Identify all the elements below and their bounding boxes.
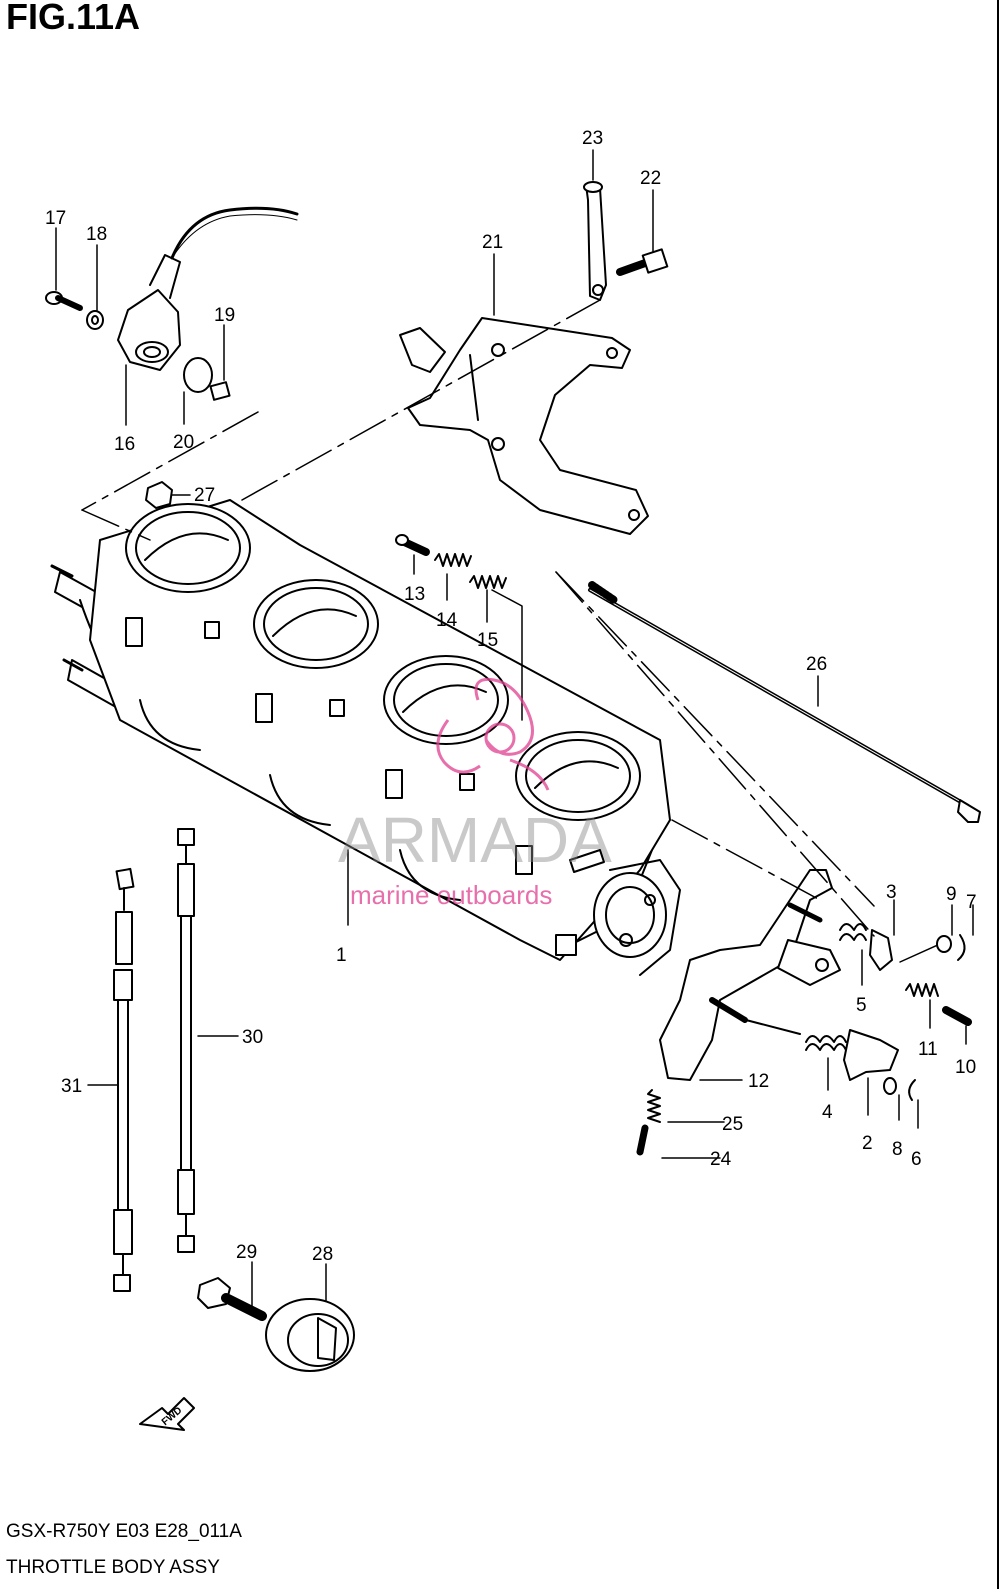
watermark-tagline: marine outboards — [350, 880, 552, 910]
joint-part — [209, 381, 231, 401]
callout-26: 26 — [806, 654, 827, 675]
figure-code: GSX-R750Y E03 E28_011A — [6, 1521, 242, 1542]
lever-3-part — [869, 929, 893, 971]
callout-21: 21 — [482, 232, 503, 253]
callout-7: 7 — [966, 892, 977, 913]
figure-title: FIG.11A — [6, 0, 141, 37]
fwd-arrow-icon — [139, 1397, 195, 1431]
small-screws-and-springs — [395, 534, 507, 589]
callout-9: 9 — [946, 884, 957, 905]
callout-3: 3 — [886, 882, 897, 903]
callout-2: 2 — [862, 1133, 873, 1154]
cap-28-part — [265, 1298, 355, 1372]
callout-13: 13 — [404, 584, 425, 605]
watermark-brand: ARMADA — [338, 804, 612, 876]
page-border — [997, 0, 999, 1589]
callout-20: 20 — [173, 432, 194, 453]
bolt-part — [616, 248, 669, 276]
clip-6-part — [908, 1079, 916, 1101]
screw-10-part — [942, 1006, 972, 1026]
bracket-part — [399, 317, 649, 535]
nut-part — [145, 481, 173, 509]
leader-lines — [55, 149, 974, 1311]
cable-31-part — [113, 867, 135, 1292]
lever-linkage-part — [659, 869, 841, 1081]
callout-31: 31 — [61, 1076, 82, 1097]
lever-2-part — [843, 1029, 899, 1081]
alignment-lines — [81, 299, 941, 963]
callout-27: 27 — [194, 485, 215, 506]
callout-10: 10 — [955, 1057, 976, 1078]
washer-part — [86, 310, 104, 330]
callout-16: 16 — [114, 434, 135, 455]
clip-7-part — [957, 934, 966, 961]
sensor-part — [117, 206, 299, 371]
rod-part — [588, 581, 981, 823]
figure-name: THROTTLE BODY ASSY — [6, 1557, 220, 1578]
callout-15: 15 — [477, 630, 498, 651]
watermark: ARMADA marine outboards — [338, 677, 612, 910]
callout-24: 24 — [710, 1149, 732, 1170]
callout-11: 11 — [918, 1039, 938, 1060]
callout-5: 5 — [856, 995, 867, 1016]
callout-8: 8 — [892, 1139, 903, 1160]
callout-12: 12 — [748, 1071, 769, 1092]
callout-30: 30 — [242, 1027, 263, 1048]
stay-part — [583, 181, 607, 301]
callout-18: 18 — [86, 224, 107, 245]
callout-25: 25 — [722, 1114, 743, 1135]
callout-17: 17 — [45, 208, 66, 229]
callout-19: 19 — [214, 305, 235, 326]
bolt-29-part — [197, 1277, 267, 1321]
washer-8-part — [883, 1077, 897, 1095]
callout-23: 23 — [582, 128, 603, 149]
callout-14: 14 — [436, 610, 458, 631]
callout-1: 1 — [336, 945, 347, 966]
callout-22: 22 — [640, 168, 661, 189]
callout-numbers: 1 2 3 4 5 6 7 8 9 10 11 12 13 14 15 16 1… — [45, 128, 977, 1265]
callout-28: 28 — [312, 1244, 333, 1265]
callout-6: 6 — [911, 1149, 922, 1170]
screw-part — [45, 291, 83, 311]
washer-9-part — [936, 935, 952, 953]
throttle-body-assembly — [50, 499, 681, 976]
springs — [647, 923, 939, 1123]
cable-30-part — [177, 828, 195, 1253]
o-ring-part — [183, 357, 213, 393]
callout-29: 29 — [236, 1242, 257, 1263]
callout-4: 4 — [822, 1102, 833, 1123]
screw-24-part — [636, 1124, 649, 1156]
